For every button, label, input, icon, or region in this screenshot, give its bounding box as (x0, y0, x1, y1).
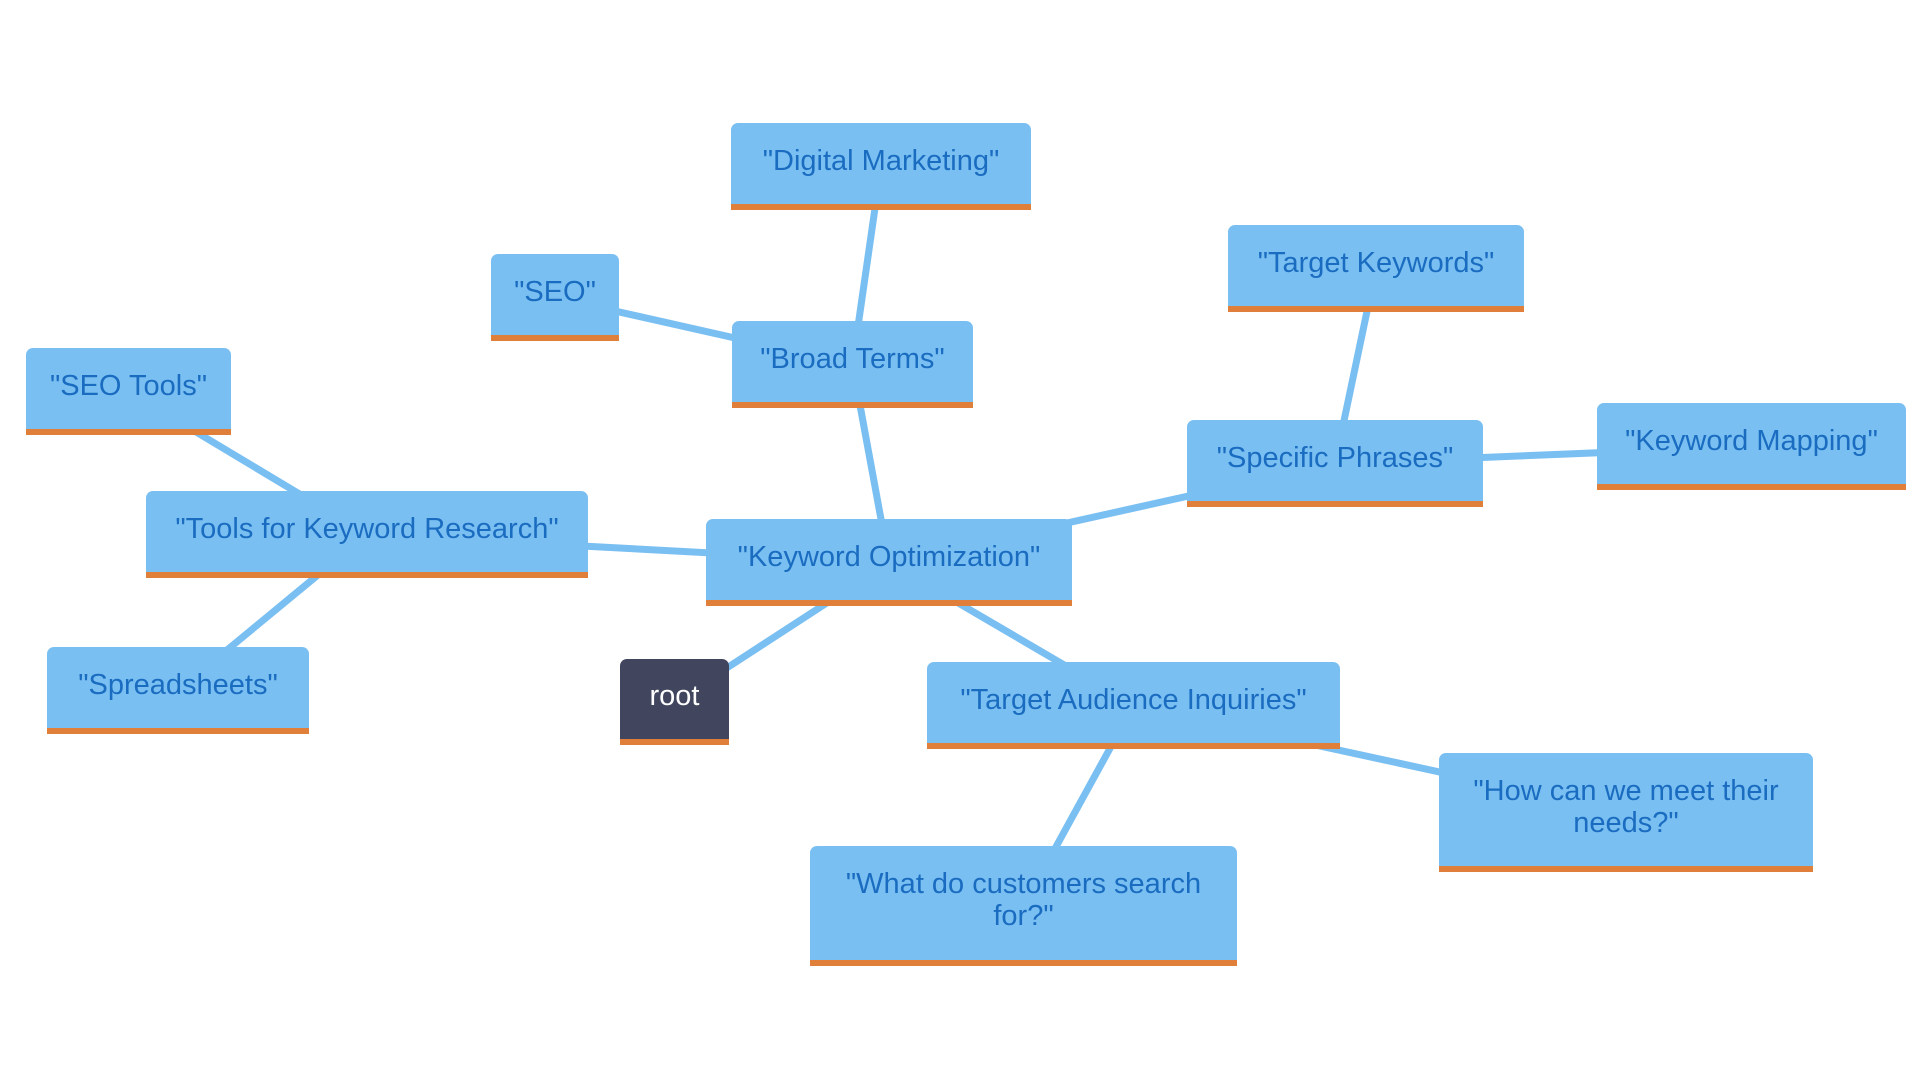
node-spreadsheets-label: "Spreadsheets" (78, 668, 278, 701)
node-how-can-we-meet-their-needs: "How can we meet their needs?" (1439, 753, 1813, 872)
node-seo-label: "SEO" (514, 275, 596, 308)
node-tools-for-keyword-research: "Tools for Keyword Research" (146, 491, 588, 578)
node-what-do-customers-search-for-label: "What do customers search for?" (845, 868, 1202, 932)
node-broad-terms-label: "Broad Terms" (760, 342, 945, 375)
node-keyword-mapping-label: "Keyword Mapping" (1625, 424, 1878, 457)
node-specific-phrases: "Specific Phrases" (1187, 420, 1483, 507)
node-digital-marketing: "Digital Marketing" (731, 123, 1031, 210)
node-keyword-mapping: "Keyword Mapping" (1597, 403, 1906, 490)
node-target-audience-inquiries-label: "Target Audience Inquiries" (960, 683, 1307, 716)
node-broad-terms: "Broad Terms" (732, 321, 973, 408)
node-spreadsheets: "Spreadsheets" (47, 647, 309, 734)
node-seo: "SEO" (491, 254, 619, 341)
node-how-can-we-meet-their-needs-label: "How can we meet their needs?" (1473, 774, 1779, 839)
node-target-audience-inquiries: "Target Audience Inquiries" (927, 662, 1340, 749)
node-seo-tools: "SEO Tools" (26, 348, 231, 435)
node-root-label: root (649, 680, 700, 712)
node-seo-tools-label: "SEO Tools" (49, 369, 208, 402)
node-tools-for-keyword-research-label: "Tools for Keyword Research" (175, 512, 559, 545)
node-what-do-customers-search-for: "What do customers search for?" (810, 846, 1237, 966)
node-specific-phrases-label: "Specific Phrases" (1216, 441, 1454, 474)
node-root: root (620, 659, 729, 745)
node-keyword-optimization: "Keyword Optimization" (706, 519, 1072, 606)
node-target-keywords: "Target Keywords" (1228, 225, 1524, 312)
node-keyword-optimization-label: "Keyword Optimization" (737, 540, 1041, 573)
node-target-keywords-label: "Target Keywords" (1257, 246, 1495, 279)
node-digital-marketing-label: "Digital Marketing" (762, 144, 1000, 177)
